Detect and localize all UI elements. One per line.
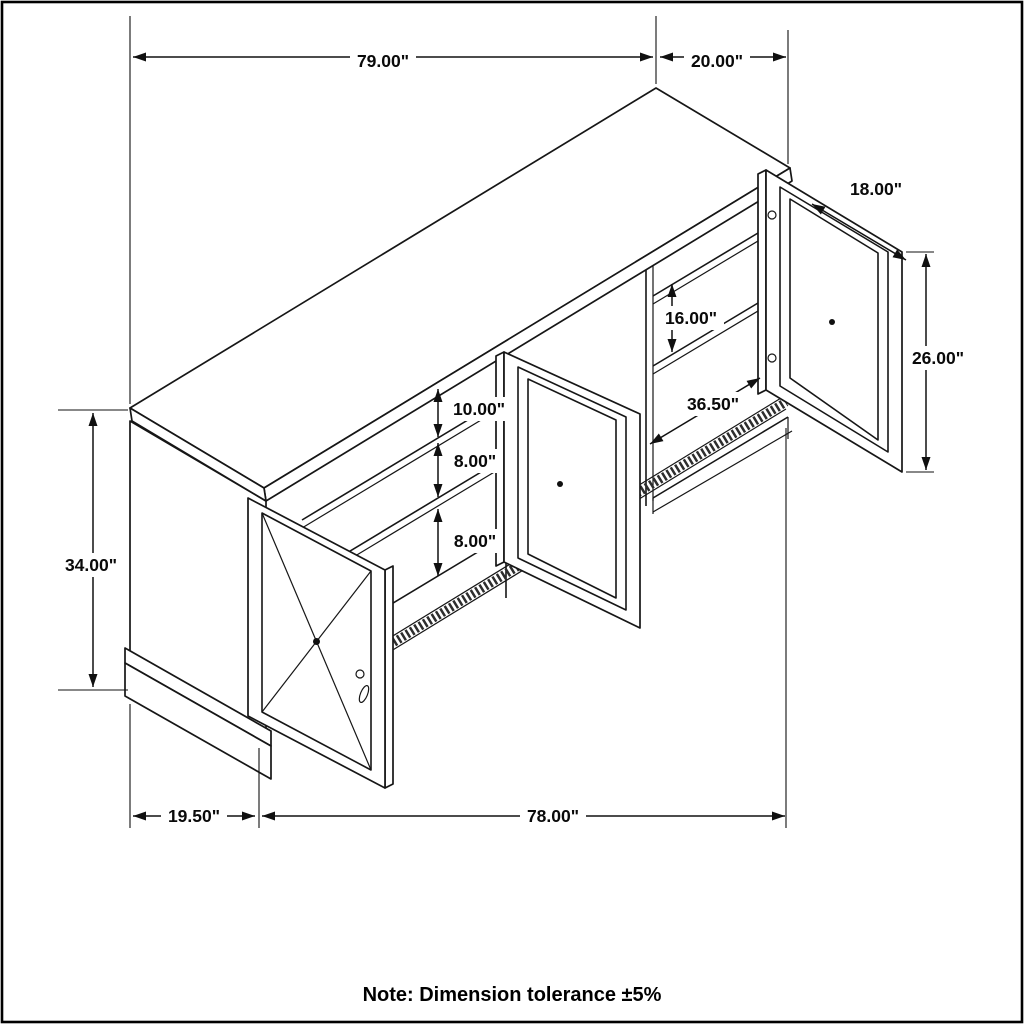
dimension-line xyxy=(811,203,907,261)
dimension-label: 78.00" xyxy=(527,806,579,826)
arrowhead xyxy=(88,413,98,426)
arrowhead xyxy=(433,443,443,456)
dimension-label-bg xyxy=(843,177,909,201)
door-knob xyxy=(829,319,835,325)
dim-right-shelf-gap: 16.00" xyxy=(658,284,724,352)
hinge xyxy=(767,353,777,363)
tolerance-note: Note: Dimension tolerance ±5% xyxy=(363,984,662,1006)
dim-right-side-depth: 18.00" xyxy=(811,177,909,261)
dimension-label: 16.00" xyxy=(665,308,717,328)
dim-back-width: 79.00" xyxy=(133,49,653,73)
x-center-boss xyxy=(313,638,320,645)
dim-left-section-depth: 19.50" xyxy=(133,804,255,828)
dim-right-door-height: 26.00" xyxy=(903,254,973,470)
dimension-label: 10.00" xyxy=(453,399,505,419)
center-door-frame-outer xyxy=(517,366,627,611)
right-door-frame-outer xyxy=(779,186,889,453)
dim-front-width: 78.00" xyxy=(262,804,785,828)
dimension-label-bg xyxy=(680,392,746,416)
right-opening-bottom xyxy=(652,416,789,499)
dim-middle-gap-top: 10.00" xyxy=(433,389,512,437)
right-door-edge-band xyxy=(757,169,767,395)
arrowhead xyxy=(773,52,786,62)
arrowhead xyxy=(88,674,98,687)
arrowhead xyxy=(746,378,760,389)
dimension-label-bg xyxy=(658,306,724,330)
dimension-label-bg xyxy=(903,346,973,370)
arrowhead xyxy=(433,563,443,576)
dimension-label-bg xyxy=(684,49,750,73)
dimension-label: 20.00" xyxy=(691,51,743,71)
middle-shelf-1-edge xyxy=(301,404,507,529)
left-side-panel xyxy=(124,420,272,780)
door-knob xyxy=(557,481,563,487)
left-plinth-base xyxy=(124,662,272,780)
cabinet-drawing xyxy=(124,87,903,789)
arrowhead xyxy=(433,509,443,522)
arrowhead xyxy=(660,52,673,62)
arrowhead xyxy=(650,433,664,444)
dimension-label: 26.00" xyxy=(912,348,964,368)
center-door-frame-inner xyxy=(527,378,617,599)
right-plinth-edge xyxy=(652,430,793,513)
dimension-label-bg xyxy=(350,49,416,73)
arrowhead xyxy=(433,389,443,402)
arrowhead xyxy=(667,339,677,352)
center-door-face xyxy=(503,351,641,629)
pull-ring xyxy=(355,669,365,679)
arrowhead xyxy=(640,52,653,62)
dimension-label: 36.50" xyxy=(687,394,739,414)
dimension-label: 34.00" xyxy=(65,555,117,575)
arrowhead xyxy=(433,424,443,437)
dimension-label: 79.00" xyxy=(357,51,409,71)
dimension-label-bg xyxy=(161,804,227,828)
dimension-label-bg xyxy=(56,553,126,577)
top-left-edge xyxy=(129,407,267,502)
cabinet-top xyxy=(129,87,793,502)
dim-top-depth: 20.00" xyxy=(660,49,786,73)
arrowhead xyxy=(133,811,146,821)
dimension-label-bg xyxy=(520,804,586,828)
arrowhead xyxy=(812,204,826,215)
dimension-annotations: 79.00" 20.00" 18.00" 26.00" 16.00" 36.50… xyxy=(56,16,973,828)
dimension-label: 8.00" xyxy=(454,531,496,551)
dim-middle-gap-lower: 8.00" xyxy=(433,509,503,576)
dimension-label: 18.00" xyxy=(850,179,902,199)
right-door-frame-inner xyxy=(789,198,879,441)
arrowhead xyxy=(667,284,677,297)
arrowhead xyxy=(433,484,443,497)
dimension-label-bg xyxy=(447,529,503,553)
dimension-label-bg xyxy=(447,449,503,473)
dim-overall-height: 34.00" xyxy=(56,413,126,687)
hinge xyxy=(767,210,777,220)
extension-lines xyxy=(58,16,934,828)
arrowhead xyxy=(262,811,275,821)
left-door xyxy=(247,497,394,789)
arrowhead xyxy=(892,249,906,260)
dimension-label: 19.50" xyxy=(168,806,220,826)
arrowhead xyxy=(921,254,931,267)
center-door xyxy=(495,351,641,629)
top-surface xyxy=(129,87,791,489)
arrowhead xyxy=(772,811,785,821)
arrowhead xyxy=(133,52,146,62)
teardrop-pull xyxy=(358,684,370,704)
dimension-label-bg xyxy=(446,397,512,421)
arrowhead xyxy=(242,811,255,821)
right-door xyxy=(757,169,903,473)
dimension-label: 8.00" xyxy=(454,451,496,471)
left-door-edge-band xyxy=(384,565,394,789)
dim-right-opening-width: 36.50" xyxy=(649,377,761,445)
arrowhead xyxy=(921,457,931,470)
dim-middle-gap-upper: 8.00" xyxy=(433,443,503,497)
